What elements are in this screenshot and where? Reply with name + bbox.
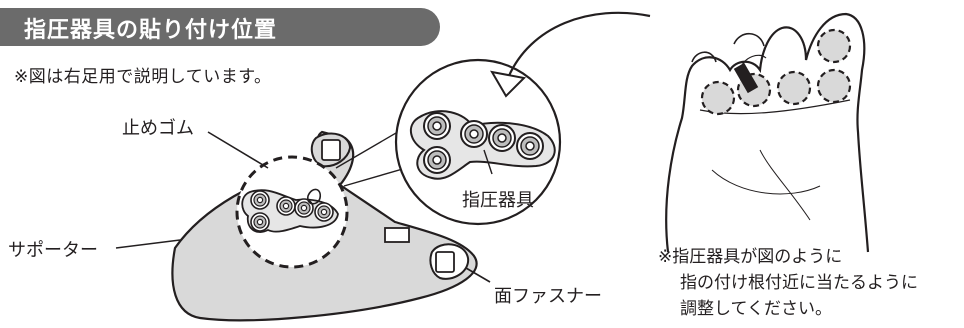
note-line-2: 指の付け根付近に当たるように xyxy=(680,273,918,293)
foot-sole-icon xyxy=(665,12,870,253)
supporter-label: サポーター xyxy=(8,240,98,261)
note-line-1: ※指圧器具が図のように xyxy=(658,247,843,267)
top-fastener-icon xyxy=(321,139,341,161)
side-fastener-icon xyxy=(384,227,410,243)
hook-loop-fastener-label: 面ファスナー xyxy=(494,286,602,307)
note-line-3: 調整してください。 xyxy=(680,299,832,319)
acupressure-device-label: 指圧器具 xyxy=(462,190,534,211)
zoom-detail-circle xyxy=(394,58,562,226)
right-foot-note: ※図は右足用で説明しています。 xyxy=(14,67,272,87)
adjustment-note: ※指圧器具が図のように 指の付け根付近に当たるように 調整してください。 xyxy=(658,244,918,322)
curved-arrow-icon xyxy=(506,11,651,79)
section-title-bar: 指圧器具の貼り付け位置 xyxy=(0,8,440,46)
stopper-rubber-label: 止めゴム xyxy=(122,118,194,139)
acupressure-device-small-icon xyxy=(235,155,349,269)
front-fastener-icon xyxy=(435,251,455,273)
section-title: 指圧器具の貼り付け位置 xyxy=(24,18,278,43)
